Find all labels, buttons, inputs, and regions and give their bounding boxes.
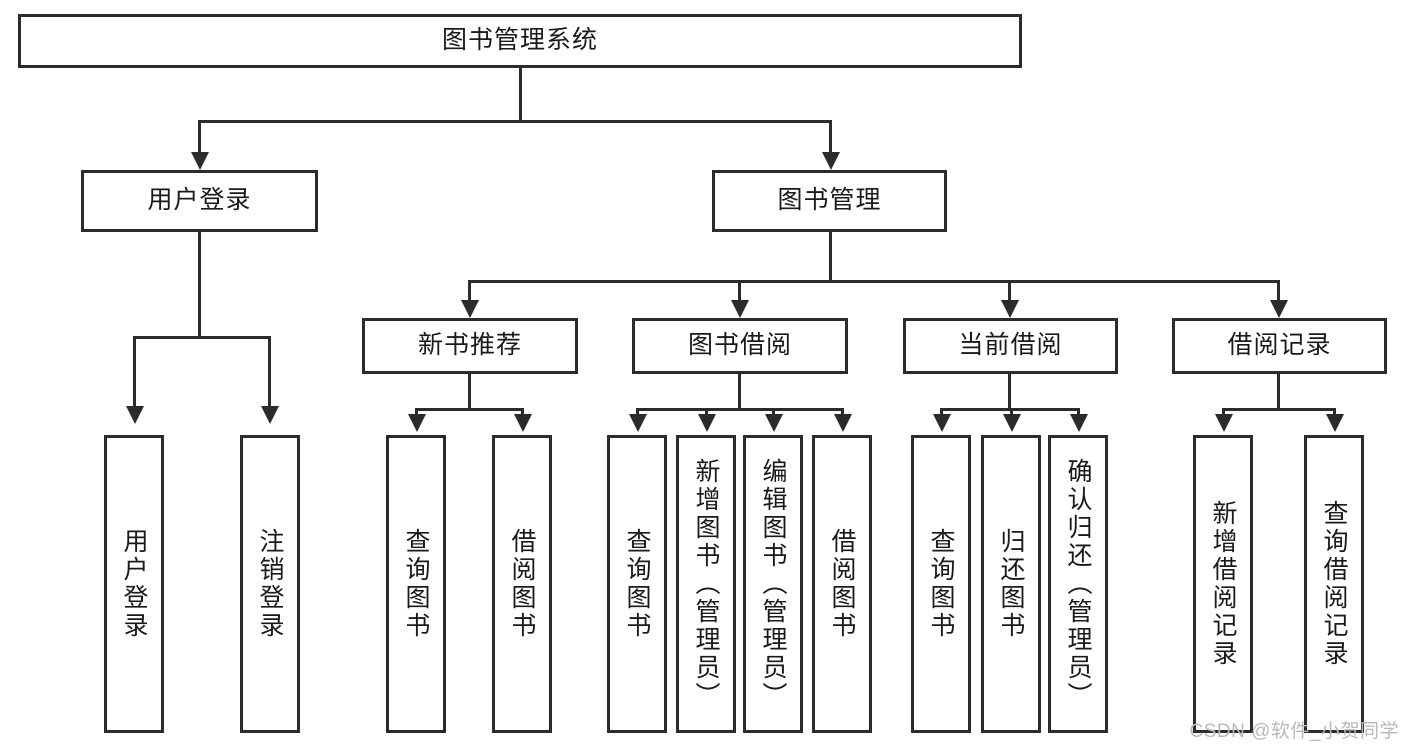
arrowhead-borrow-to-leaf-1 <box>628 414 647 432</box>
connector-current-to-leaf-1 <box>940 408 943 418</box>
connector-record-to-leaf-2 <box>1333 408 1336 418</box>
node-label: 借阅记录 <box>1227 331 1332 360</box>
leaf-borrow-book[interactable]: 借阅图书 <box>812 435 872 733</box>
connector-borrow-to-leaf-2 <box>705 408 708 418</box>
connector-recommend-to-leaf-2 <box>521 408 524 418</box>
arrowhead-current-to-leaf-1 <box>932 414 951 432</box>
arrowhead-book-to-l3-3 <box>1000 300 1019 318</box>
connector-current-stem <box>1008 374 1011 410</box>
node-label: 图书借阅 <box>687 331 792 360</box>
node-label: 用户登录 <box>120 528 148 640</box>
node-label: 当前借阅 <box>958 331 1063 360</box>
node-label: 归还图书 <box>997 528 1025 640</box>
node-user-login[interactable]: 用户登录 <box>81 170 318 232</box>
node-new-book-recommend[interactable]: 新书推荐 <box>362 318 578 374</box>
connector-borrow-to-leaf-3 <box>772 408 775 418</box>
node-label: 新增图书（管理员） <box>692 458 720 710</box>
arrowhead-user-to-leaf-2 <box>260 406 279 424</box>
connector-book-to-l3-2 <box>738 280 741 302</box>
connector-user-bus <box>133 336 270 339</box>
node-label: 确认归还（管理员） <box>1064 458 1092 710</box>
arrowhead-recommend-to-leaf-1 <box>407 414 426 432</box>
connector-root-stem <box>518 68 522 120</box>
node-label: 查询图书 <box>927 528 955 640</box>
connector-record-bus <box>1222 408 1336 411</box>
arrowhead-current-to-leaf-2 <box>1002 414 1021 432</box>
arrowhead-recommend-to-leaf-2 <box>513 414 532 432</box>
node-label: 图书管理 <box>777 186 882 215</box>
connector-book-to-l3-3 <box>1008 280 1011 302</box>
node-root-system[interactable]: 图书管理系统 <box>18 14 1022 68</box>
node-label: 注销登录 <box>256 528 284 640</box>
connector-user-to-leaf-1 <box>133 336 136 408</box>
connector-user-stem <box>198 232 201 339</box>
connector-recommend-stem <box>468 374 471 410</box>
arrowhead-borrow-to-leaf-4 <box>833 414 852 432</box>
arrowhead-book-to-l3-2 <box>730 300 749 318</box>
connector-recommend-bus <box>415 408 524 411</box>
leaf-logout[interactable]: 注销登录 <box>240 435 300 733</box>
connector-record-to-leaf-1 <box>1222 408 1225 418</box>
connector-book-bus <box>468 280 1280 283</box>
node-label: 借阅图书 <box>828 528 856 640</box>
connector-recommend-to-leaf-1 <box>415 408 418 418</box>
leaf-return-book[interactable]: 归还图书 <box>981 435 1041 733</box>
node-label: 查询图书 <box>402 528 430 640</box>
leaf-current-query-book[interactable]: 查询图书 <box>911 435 971 733</box>
node-label: 新书推荐 <box>417 331 522 360</box>
node-label: 编辑图书（管理员） <box>759 458 787 710</box>
arrowhead-current-to-leaf-3 <box>1069 414 1088 432</box>
node-label: 新增借阅记录 <box>1209 500 1237 668</box>
connector-borrow-to-leaf-4 <box>841 408 844 418</box>
node-borrow-record[interactable]: 借阅记录 <box>1172 318 1387 374</box>
node-label: 图书管理系统 <box>441 26 598 55</box>
arrowhead-user-to-leaf-1 <box>125 406 144 424</box>
connector-book-to-l3-4 <box>1277 280 1280 302</box>
connector-book-to-l3-1 <box>468 280 471 302</box>
connector-record-stem <box>1277 374 1280 410</box>
node-current-borrow[interactable]: 当前借阅 <box>903 318 1118 374</box>
connector-current-to-leaf-3 <box>1077 408 1080 418</box>
node-label: 查询借阅记录 <box>1320 500 1348 668</box>
arrowhead-borrow-to-leaf-3 <box>764 414 783 432</box>
node-book-management[interactable]: 图书管理 <box>712 170 947 232</box>
leaf-user-login[interactable]: 用户登录 <box>104 435 164 733</box>
arrowhead-root-to-book <box>821 152 840 170</box>
connector-borrow-to-leaf-1 <box>636 408 639 418</box>
arrowhead-book-to-l3-1 <box>460 300 479 318</box>
csdn-watermark: CSDN @软件_小贺同学 <box>1189 721 1399 742</box>
arrowhead-root-to-user <box>190 152 209 170</box>
leaf-confirm-return-admin[interactable]: 确认归还（管理员） <box>1048 435 1108 733</box>
connector-user-to-leaf-2 <box>268 336 271 408</box>
arrowhead-borrow-to-leaf-2 <box>697 414 716 432</box>
leaf-add-borrow-record[interactable]: 新增借阅记录 <box>1193 435 1253 733</box>
node-label: 查询图书 <box>623 528 651 640</box>
connector-root-bus <box>198 120 832 123</box>
leaf-query-borrow-record[interactable]: 查询借阅记录 <box>1304 435 1364 733</box>
leaf-add-book-admin[interactable]: 新增图书（管理员） <box>676 435 736 733</box>
connector-root-to-book <box>829 120 832 154</box>
connector-root-to-user <box>198 120 201 154</box>
connector-book-stem <box>829 232 832 282</box>
leaf-borrow-query-book[interactable]: 查询图书 <box>607 435 667 733</box>
node-label: 借阅图书 <box>508 528 536 640</box>
leaf-edit-book-admin[interactable]: 编辑图书（管理员） <box>743 435 803 733</box>
arrowhead-book-to-l3-4 <box>1269 300 1288 318</box>
node-book-borrow[interactable]: 图书借阅 <box>632 318 848 374</box>
arrowhead-record-to-leaf-1 <box>1214 414 1233 432</box>
leaf-recommend-borrow-book[interactable]: 借阅图书 <box>492 435 552 733</box>
connector-current-to-leaf-2 <box>1010 408 1013 418</box>
connector-borrow-stem <box>738 374 741 410</box>
arrowhead-record-to-leaf-2 <box>1325 414 1344 432</box>
leaf-recommend-query-book[interactable]: 查询图书 <box>386 435 446 733</box>
connector-borrow-bus <box>636 408 844 411</box>
node-label: 用户登录 <box>147 186 252 215</box>
